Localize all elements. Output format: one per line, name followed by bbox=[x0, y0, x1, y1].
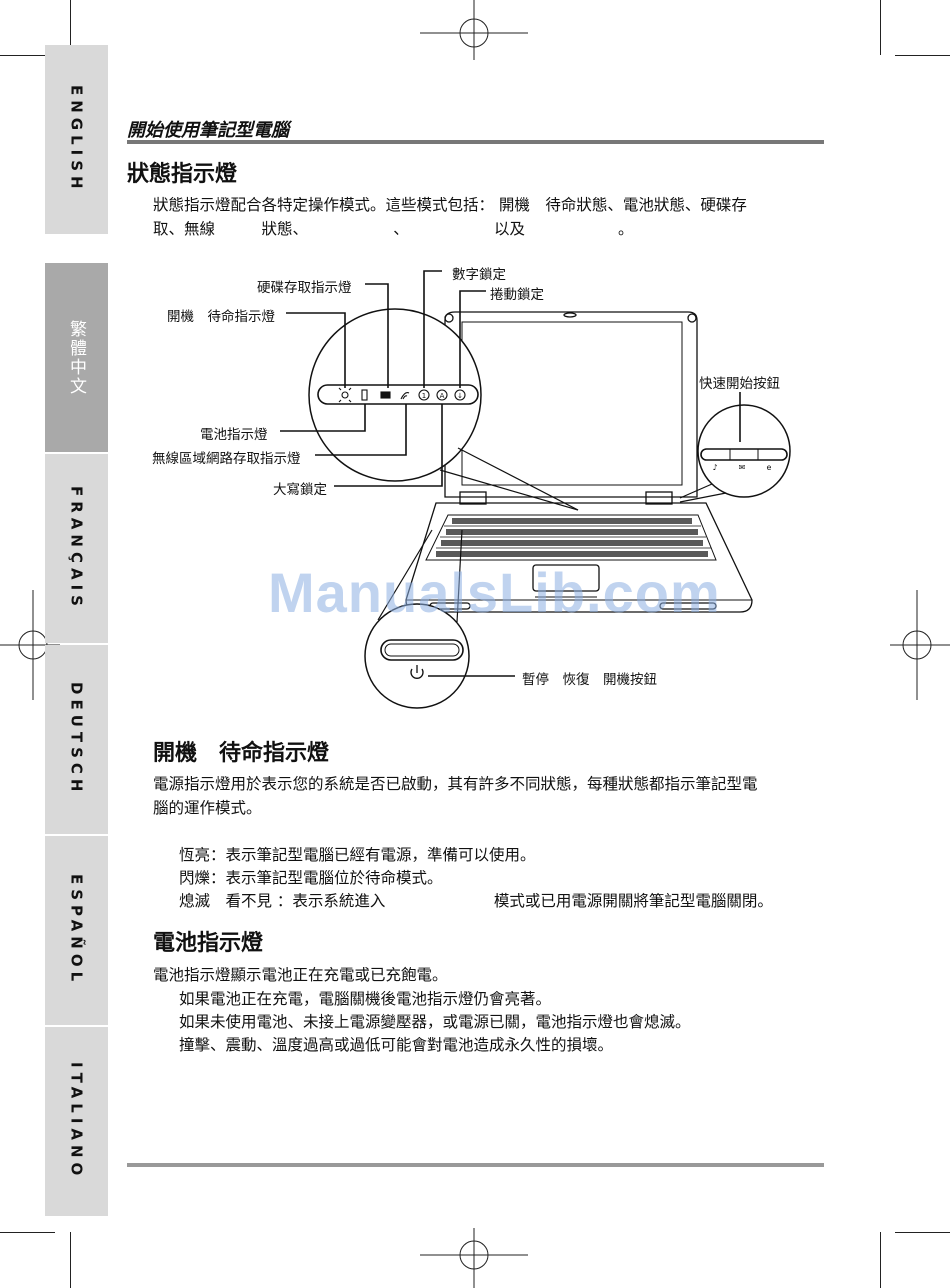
label-num-lock: 數字鎖定 bbox=[452, 267, 506, 283]
label-battery-indicator: 電池指示燈 bbox=[200, 427, 268, 443]
list-item: 如果未使用電池、未接上電源變壓器，或電源已關，電池指示燈也會熄滅。 bbox=[179, 1013, 691, 1031]
svg-text:↓: ↓ bbox=[457, 392, 463, 400]
tab-traditional-chinese[interactable]: 繁體中文 bbox=[45, 263, 108, 452]
list-item: 閃爍：表示筆記型電腦位於待命模式。 bbox=[179, 869, 443, 887]
label-power-button: 暫停 恢復 開機按鈕 bbox=[522, 672, 657, 688]
svg-text:✉: ✉ bbox=[739, 463, 746, 472]
status-intro-line-1: 狀態指示燈配合各特定操作模式。這些模式包括： 開機 待命狀態、電池狀態、硬碟存 bbox=[153, 196, 747, 214]
label-scroll-lock: 捲動鎖定 bbox=[490, 287, 544, 303]
label-hdd-indicator: 硬碟存取指示燈 bbox=[257, 280, 352, 296]
label-power-standby-indicator: 開機 待命指示燈 bbox=[167, 309, 275, 325]
svg-text:A: A bbox=[440, 392, 445, 400]
tab-english[interactable]: ENGLISH bbox=[45, 45, 108, 234]
section-heading-power: 開機 待命指示燈 bbox=[153, 741, 330, 766]
page-header-title: 開始使用筆記型電腦 bbox=[127, 120, 289, 141]
tab-label: ESPAÑOL bbox=[67, 874, 86, 987]
tab-espanol[interactable]: ESPAÑOL bbox=[45, 836, 108, 1025]
power-para-line-2: 腦的運作模式。 bbox=[153, 799, 262, 817]
footer-rule bbox=[127, 1163, 824, 1167]
svg-text:e: e bbox=[767, 463, 772, 472]
list-item: 撞擊、震動、溫度過高或過低可能會對電池造成永久性的損壞。 bbox=[179, 1036, 614, 1054]
list-item: 熄滅 看不見 ：表示系統進入 模式或已用電源開關將筆記型電腦關閉。 bbox=[179, 892, 773, 910]
status-intro-line-2: 取、無線 狀態、 、 以及 。 bbox=[153, 220, 634, 238]
label-quick-start-buttons: 快速開始按鈕 bbox=[699, 376, 780, 392]
tab-label: ENGLISH bbox=[67, 85, 86, 194]
power-para-line-1: 電源指示燈用於表示您的系統是否已啟動，其有許多不同狀態，每種狀態都指示筆記型電 bbox=[153, 775, 758, 793]
tab-francais[interactable]: FRANÇAIS bbox=[45, 454, 108, 643]
tab-deutsch[interactable]: DEUTSCH bbox=[45, 645, 108, 834]
list-item: 恆亮：表示筆記型電腦已經有電源，準備可以使用。 bbox=[179, 846, 536, 864]
label-caps-lock: 大寫鎖定 bbox=[273, 482, 327, 498]
label-wlan-indicator: 無線區域網路存取指示燈 bbox=[152, 451, 301, 467]
battery-intro: 電池指示燈顯示電池正在充電或已充飽電。 bbox=[153, 966, 448, 984]
watermark: ManualsLib.com bbox=[268, 561, 721, 624]
svg-text:♪: ♪ bbox=[712, 463, 717, 472]
tab-label: ITALIANO bbox=[67, 1062, 86, 1181]
tab-label: DEUTSCH bbox=[67, 682, 86, 797]
tab-label: FRANÇAIS bbox=[67, 486, 86, 611]
header-rule bbox=[127, 140, 824, 144]
tab-label: 繁體中文 bbox=[66, 319, 86, 396]
list-item: 如果電池正在充電，電腦關機後電池指示燈仍會亮著。 bbox=[179, 990, 552, 1008]
language-tabs: ENGLISH 繁體中文 FRANÇAIS DEUTSCH ESPAÑOL IT… bbox=[45, 45, 108, 1243]
tab-italiano[interactable]: ITALIANO bbox=[45, 1027, 108, 1216]
section-heading-battery: 電池指示燈 bbox=[153, 931, 264, 956]
svg-text:1: 1 bbox=[422, 392, 426, 400]
section-heading-status: 狀態指示燈 bbox=[127, 162, 238, 187]
